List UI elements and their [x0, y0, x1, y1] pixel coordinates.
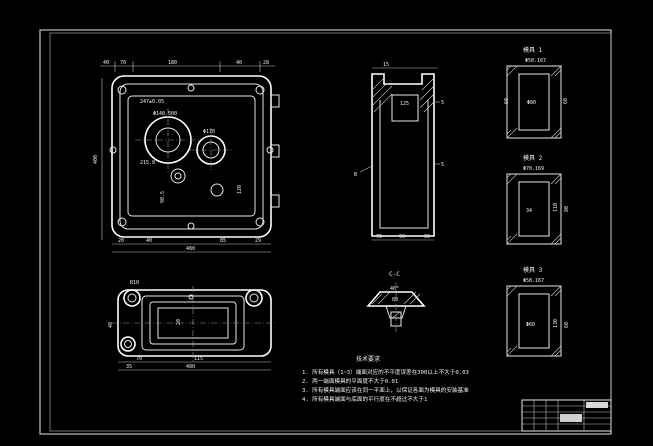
front-c1: 247±0.05: [140, 99, 164, 105]
detail-2-dim-a: Φ70.169: [523, 166, 544, 172]
front-c6: 29: [255, 238, 261, 244]
bottom-dim-a4: 40: [108, 322, 114, 328]
title-block: [521, 399, 612, 432]
note-1: 1. 所有模具（1~3）端面对应的不平度误差在300以上不大于0.03: [302, 368, 469, 376]
section-cc: C-C 46° 80: [366, 271, 426, 332]
bottom-dim-a2: 115: [194, 356, 203, 362]
detail-2-dim-d: 80: [564, 206, 570, 212]
front-dim-d9: 400: [93, 155, 99, 164]
front-view: 40 70 180 40 28 400: [93, 60, 280, 253]
technical-notes: 技术要求 1. 所有模具（1~3）端面对应的不平度误差在300以上不大于0.03…: [302, 355, 469, 403]
bottom-dim-a3: 480: [186, 364, 195, 370]
detail-2-dim-c: 34: [526, 208, 532, 214]
detail-2-label: 模具 2: [523, 154, 543, 162]
side-dim-s3: 30: [424, 234, 430, 240]
note-3: 3. 所有模具端面应该在同一平面上，以保证各面为模具的安装基准: [302, 386, 469, 394]
note-4: 4. 所有模具端面与底面的平行度在不超过不大于1: [302, 395, 427, 403]
note-2: 2. 两一端面模具的平面度不大于0.01: [302, 377, 398, 385]
detail-1: 模具 1 Φ50.167 Φ80 60 60: [504, 46, 569, 139]
detail-1-label: 模具 1: [523, 46, 543, 54]
detail-1-dim-a: Φ50.167: [525, 58, 546, 64]
section-dim-b: 80: [392, 297, 398, 303]
bottom-view: R10 70 115 480 35 40 20: [108, 280, 276, 371]
front-dim-d7: 20: [118, 238, 124, 244]
detail-3-dim-d: 60: [564, 322, 570, 328]
front-dim-d8: 40: [146, 238, 152, 244]
bottom-dim-a6: 35: [126, 364, 132, 370]
front-c3: 215.8: [140, 160, 155, 166]
inner-border: [49, 32, 612, 432]
detail-1-dim-b: Φ80: [527, 100, 536, 106]
side-dim-s2: 90: [399, 234, 405, 240]
side-h1: 5: [441, 100, 444, 106]
front-dim-d2: 70: [120, 60, 126, 66]
detail-2: 模具 2 Φ70.169 110 34 80: [506, 154, 570, 245]
side-dim-w: 125: [400, 101, 409, 107]
detail-3-dim-b: Φ60: [526, 322, 535, 328]
side-h2: 5: [441, 162, 444, 168]
notes-title: 技术要求: [356, 355, 380, 363]
bottom-dim-a1: 70: [136, 356, 142, 362]
detail-3-label: 模具 3: [523, 266, 543, 274]
bottom-dim-a5: 20: [176, 319, 182, 325]
front-dim-d4: 40: [236, 60, 242, 66]
front-c5: 120: [237, 185, 243, 194]
side-dim-top: 15: [383, 62, 389, 68]
front-dim-d5: 28: [263, 60, 269, 66]
section-dim-a: 46°: [390, 286, 399, 292]
front-dim-d6: 480: [186, 246, 195, 252]
detail-3-dim-a: Φ58.167: [523, 278, 544, 284]
front-dim-d1: 40: [103, 60, 109, 66]
front-dim-d3: 180: [168, 60, 177, 66]
front-c4: 90.5: [160, 191, 166, 203]
detail-3: 模具 3 Φ58.167 Φ60 130 60: [506, 266, 570, 357]
side-view: 15 125 5 5 B 70 90 30: [354, 62, 444, 241]
front-bore1: Φ140.500: [153, 111, 177, 117]
detail-1-dim-c: 60: [504, 98, 510, 104]
detail-1-dim-d: 60: [563, 98, 569, 104]
detail-3-dim-c: 130: [553, 319, 559, 328]
detail-2-dim-b: 110: [553, 203, 559, 212]
bottom-r: R10: [130, 280, 139, 286]
section-label: C-C: [389, 271, 400, 278]
side-dim-s1: 70: [376, 234, 382, 240]
side-b-label: B: [354, 172, 357, 178]
front-dim-d10: 85: [220, 238, 226, 244]
front-bore2: Φ170: [203, 129, 215, 135]
